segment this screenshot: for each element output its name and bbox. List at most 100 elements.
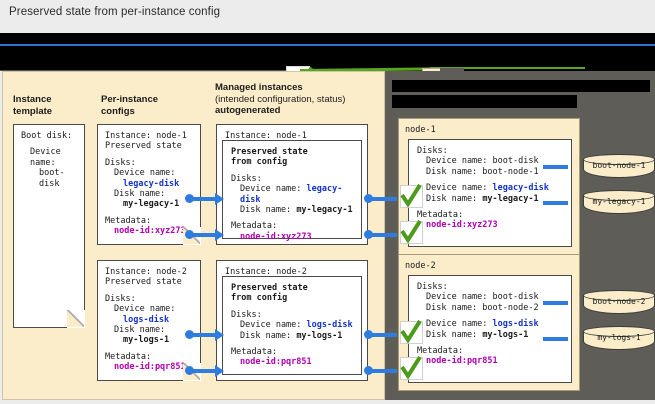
right-panel-subheader-redacted [392,95,577,108]
disk-name-value: my-logs-1 [482,329,529,340]
boot-device-name: Device name: boot-disk [426,156,539,167]
disks-label: Disks: [231,173,262,184]
disks-label: Disks: [231,309,262,320]
connector-arrow [215,365,224,377]
disk-name-label: Disk name: [114,189,166,200]
disk-name-value: my-legacy-1 [482,193,539,204]
disks-label: Disks: [417,282,448,292]
disk-label: my-logs-1 [597,333,641,342]
disk-label: boot-node-2 [592,297,646,306]
metadata-value: node-id:pqr851 [426,356,498,367]
connector-dot [185,330,194,339]
boot-device-name: Device name: boot-disk [426,292,539,303]
connector-arrow [215,229,224,241]
folded-corner-icon [67,310,85,328]
instance-template-card: Boot disk: Device name: boot-disk [13,124,85,328]
disk-connector-line [543,165,568,169]
boot-disk-heading: Boot disk: [21,131,73,141]
legend-gray-swatch [440,68,464,71]
col-heading-managed-instances: Managed instances (intended configuratio… [215,82,345,117]
disk-name-value: my-logs-1 [296,330,343,341]
connector-line [369,233,397,237]
col-heading-line: configs [101,105,135,117]
disk-name-row: Disk name: my-legacy-1 [231,205,353,215]
page-title: Preserved state from per-instance config [9,6,221,18]
disk-name-value: my-legacy-1 [296,205,353,216]
node-details-box: Disks: Device name: boot-disk Disk name:… [408,139,572,247]
preserved-state-title: Preserved state [231,283,308,293]
connector-dot [364,330,373,339]
preserved-state-title: from config [231,293,288,304]
green-check-icon [400,355,422,380]
preserved-state-box: Preserved state from config Disks: Devic… [222,276,362,375]
device-name-value: logs-disk [306,320,353,331]
device-name-row: Device name: legacy-disk [231,184,353,205]
preserved-disk-row: Disk name: my-legacy-1 [417,194,563,204]
metadata-value: node-id:xyz273 [426,220,498,231]
disk-connector-line [543,201,568,205]
connector-arrow [215,193,224,205]
device-name-label: Device name: [114,304,176,315]
device-name-label: Device name: [426,183,488,194]
preserved-state-box: Preserved state from config Disks: Devic… [222,140,362,242]
col-heading-per-instance-configs: Per-instance configs [101,94,158,117]
metadata-label: Metadata: [417,346,464,357]
col-heading-line: (intended configuration, status) [215,93,346,105]
node-name-label: node-1 [405,125,436,135]
connector-dot [364,230,373,239]
disk-cylinder: boot-node-1 [583,154,655,179]
metadata-value: node-id:pqr851 [114,362,186,373]
connector-line [190,197,216,201]
device-name-value: logs-disk [492,319,539,330]
green-check-icon [400,219,422,244]
col-heading-line: autogenerated [215,105,281,116]
disk-name-row: Disk name: my-logs-1 [231,331,353,341]
device-name-value: boot-disk [39,168,65,189]
connector-dot [364,194,373,203]
metadata-label: Metadata: [417,210,464,221]
disk-connector-line [543,301,568,305]
col-heading-line: template [13,105,53,117]
preserved-disk-row: Disk name: my-logs-1 [417,330,563,340]
disk-name-value: my-logs-1 [123,335,170,346]
preserved-device-row: Device name: logs-disk [417,319,563,329]
device-name-value: legacy-disk [240,184,343,205]
instance-line: Instance: node-1 [105,131,187,141]
connector-line [190,333,216,337]
device-name-label: Device name: [426,319,488,330]
disk-name-label: Disk name: [426,193,478,204]
device-name-value: logs-disk [123,314,170,325]
per-instance-config-card: Instance: node-2 Preserved state Disks: … [97,260,201,381]
preserved-state-label: Preserved state [105,141,182,152]
metadata-label: Metadata: [105,215,152,226]
legend-strip [0,33,655,71]
connector-dot [185,230,194,239]
connector-dot [364,366,373,375]
device-name-label: Device name: [240,320,302,331]
connector-line [369,369,397,373]
disk-cylinder: my-logs-1 [583,326,655,351]
boot-disk-name: Disk name: boot-node-2 [426,302,539,313]
preserved-state-label: Preserved state [105,277,182,288]
legend-blue-rule [0,44,655,46]
device-name-label: Device name: [240,184,302,195]
node-details-box: Disks: Device name: boot-disk Disk name:… [408,275,572,383]
col-heading-line: Instance [13,94,52,105]
connector-dot [185,366,194,375]
disk-label: boot-node-1 [592,161,646,170]
metadata-value: node-id:xyz273 [240,231,312,242]
metadata-label: Metadata: [231,347,278,358]
disks-label: Disks: [105,293,136,304]
preserved-device-row: Device name: legacy-disk [417,183,563,193]
instance-line: Instance: node-2 [105,267,187,277]
green-check-icon [400,319,422,344]
disk-cylinder: boot-node-2 [583,290,655,315]
connector-line [369,333,397,337]
col-heading-line: Managed instances [215,82,303,93]
disk-name-value: my-legacy-1 [123,199,180,210]
boot-disk-name: Disk name: boot-node-1 [426,166,539,177]
metadata-value: node-id:pqr851 [240,357,312,368]
disks-label: Disks: [105,157,136,168]
device-name-label: Device name: [114,168,176,179]
preserved-state-title: from config [231,157,288,168]
